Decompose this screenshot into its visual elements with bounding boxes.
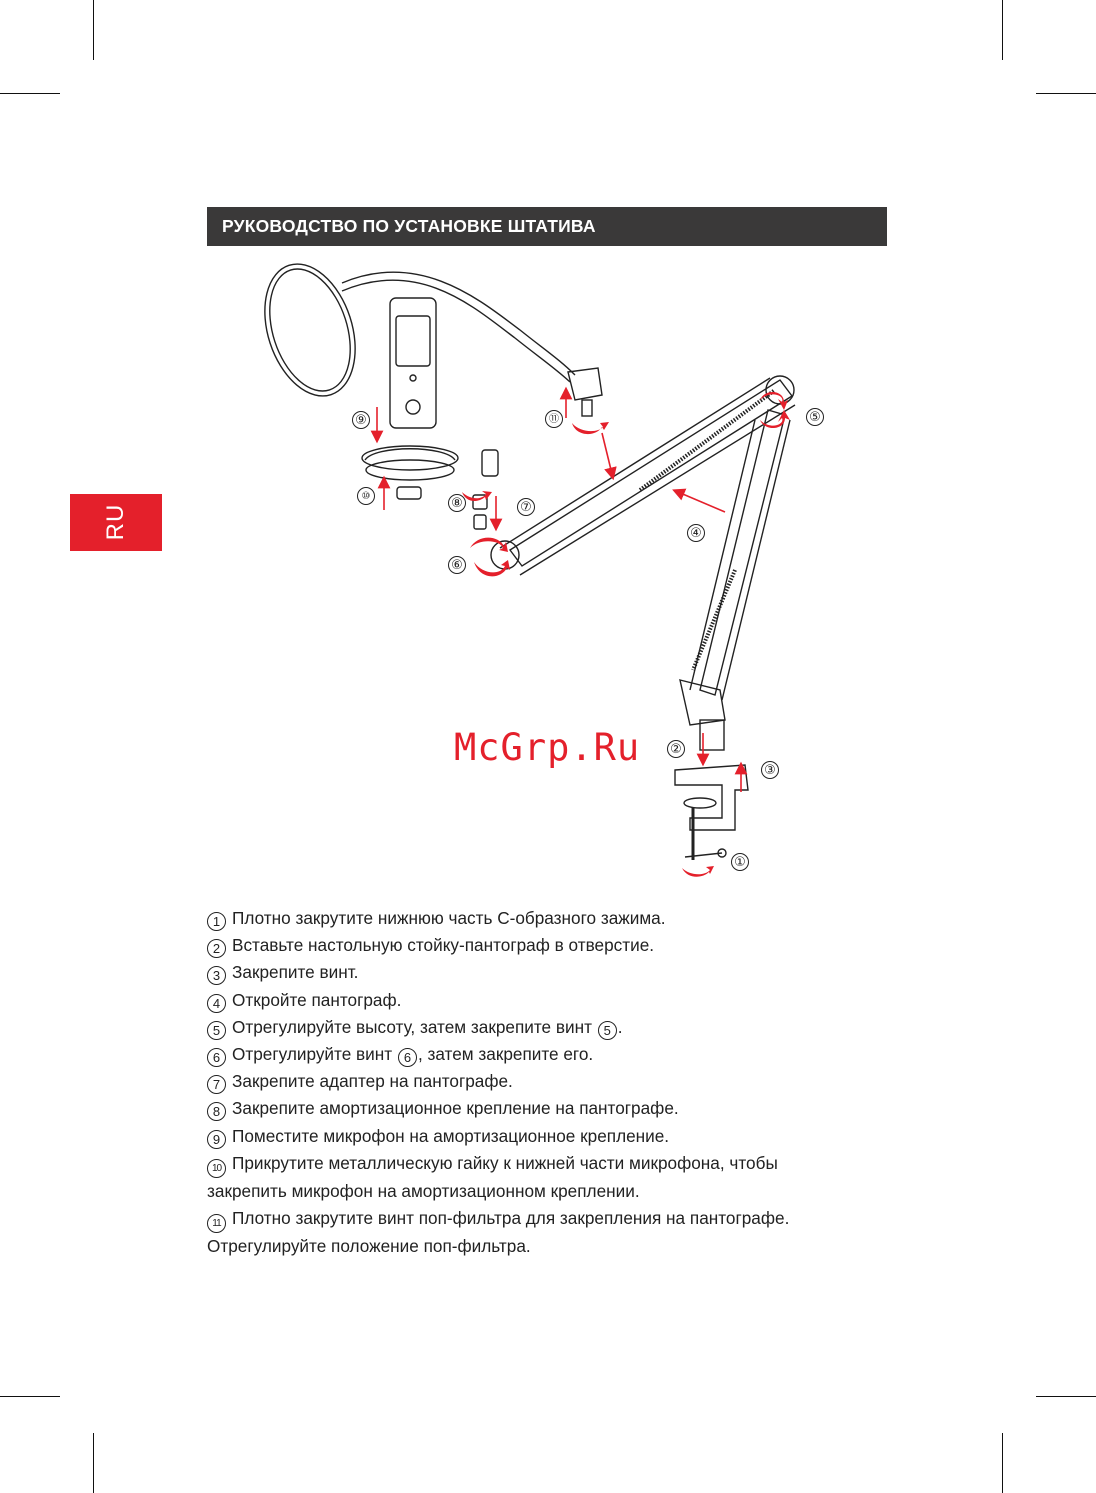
step-text: Вставьте настольную стойку-пантограф в о…	[232, 935, 655, 956]
step-number: 10	[207, 1158, 226, 1178]
crop-mark	[0, 93, 60, 94]
step-text: Закрепите винт.	[232, 962, 359, 983]
step-number: 9	[207, 1129, 226, 1149]
callout-4: ④	[687, 524, 705, 542]
installation-diagram	[264, 263, 796, 877]
page-title: РУКОВОДСТВО ПО УСТАНОВКЕ ШТАТИВА	[207, 207, 887, 246]
callout-7: ⑦	[517, 498, 535, 516]
step-text: Плотно закрутите винт поп-фильтра для за…	[232, 1208, 790, 1229]
step-text: Отрегулируйте высоту, затем закрепите ви…	[232, 1016, 592, 1037]
step-2: 2 Вставьте настольную стойку-пантограф в …	[207, 932, 897, 959]
step-number: 5	[207, 1020, 226, 1040]
step-10-cont: закрепить микрофон на амортизационном кр…	[207, 1180, 640, 1201]
callout-8: ⑧	[448, 494, 466, 512]
step-7: 7 Закрепите адаптер на пантографе.	[207, 1068, 897, 1095]
step-8: 8 Закрепите амортизационное крепление на …	[207, 1095, 897, 1122]
step-text: Отрегулируйте винт	[232, 1044, 393, 1065]
language-tab: RU	[70, 494, 162, 551]
step-10: 10 Прикрутите металлическую гайку к нижне…	[207, 1150, 897, 1178]
pop-filter	[264, 263, 356, 397]
crop-mark	[1002, 0, 1003, 60]
step-11-cont: Отрегулируйте положение поп-фильтра.	[207, 1236, 531, 1257]
step-11: 11 Плотно закрутите винт поп-фильтра для …	[207, 1205, 897, 1234]
step-1: 1 Плотно закрутите нижнюю часть С-образно…	[207, 905, 897, 932]
c-clamp	[674, 764, 749, 831]
callout-5: ⑤	[806, 408, 824, 426]
crop-mark	[1002, 1433, 1003, 1493]
step-text: , затем закрепите его.	[417, 1044, 594, 1065]
step-text: Закрепите адаптер на пантографе.	[232, 1071, 513, 1092]
shock-mount	[361, 445, 459, 471]
callout-1: ①	[731, 853, 749, 871]
callout-3: ③	[761, 761, 779, 779]
callout-2: ②	[667, 740, 685, 758]
instruction-list: 1 Плотно закрутите нижнюю часть С-образно…	[207, 905, 897, 1260]
step-4: 4 Откройте пантограф.	[207, 987, 897, 1014]
crop-mark	[93, 0, 94, 60]
step-number: 2	[207, 939, 226, 959]
nut	[396, 486, 422, 500]
crop-mark	[93, 1433, 94, 1493]
step-text: Поместите микрофон на амортизационное кр…	[232, 1125, 670, 1146]
callout-11: ⑪	[545, 410, 563, 428]
crop-mark	[0, 1396, 60, 1397]
step-text: Закрепите амортизационное крепление на п…	[232, 1098, 679, 1119]
crop-mark	[1036, 1396, 1096, 1397]
crop-mark	[1036, 93, 1096, 94]
boom-arm-lower	[699, 409, 786, 696]
step-number: 3	[207, 966, 226, 986]
step-text: .	[617, 1016, 623, 1037]
spring-lower	[691, 569, 737, 671]
step-ref: 5	[597, 1020, 617, 1040]
step-number: 8	[207, 1102, 226, 1122]
step-3: 3 Закрепите винт.	[207, 959, 897, 986]
step-text: Плотно закрутите нижнюю часть С-образног…	[232, 908, 666, 928]
step-number: 4	[207, 993, 226, 1013]
step-9: 9 Поместите микрофон на амортизационное к…	[207, 1123, 897, 1150]
step-number: 1	[207, 912, 226, 931]
callout-9: ⑨	[352, 411, 370, 429]
boom-arm-upper	[508, 379, 794, 567]
pop-filter-clamp	[567, 367, 603, 401]
step-number: 11	[207, 1214, 226, 1234]
spring-upper	[638, 388, 777, 492]
callout-6: ⑥	[448, 556, 466, 574]
step-number: 6	[207, 1048, 226, 1068]
step-text: Откройте пантограф.	[232, 989, 402, 1010]
gooseneck	[341, 271, 576, 376]
step-number: 7	[207, 1075, 226, 1095]
watermark: McGrp.Ru	[454, 726, 641, 769]
step-text: Прикрутите металлическую гайку к нижней …	[232, 1152, 778, 1173]
microphone	[389, 297, 437, 429]
callout-10: ⑩	[357, 487, 375, 505]
step-ref: 6	[397, 1048, 417, 1068]
